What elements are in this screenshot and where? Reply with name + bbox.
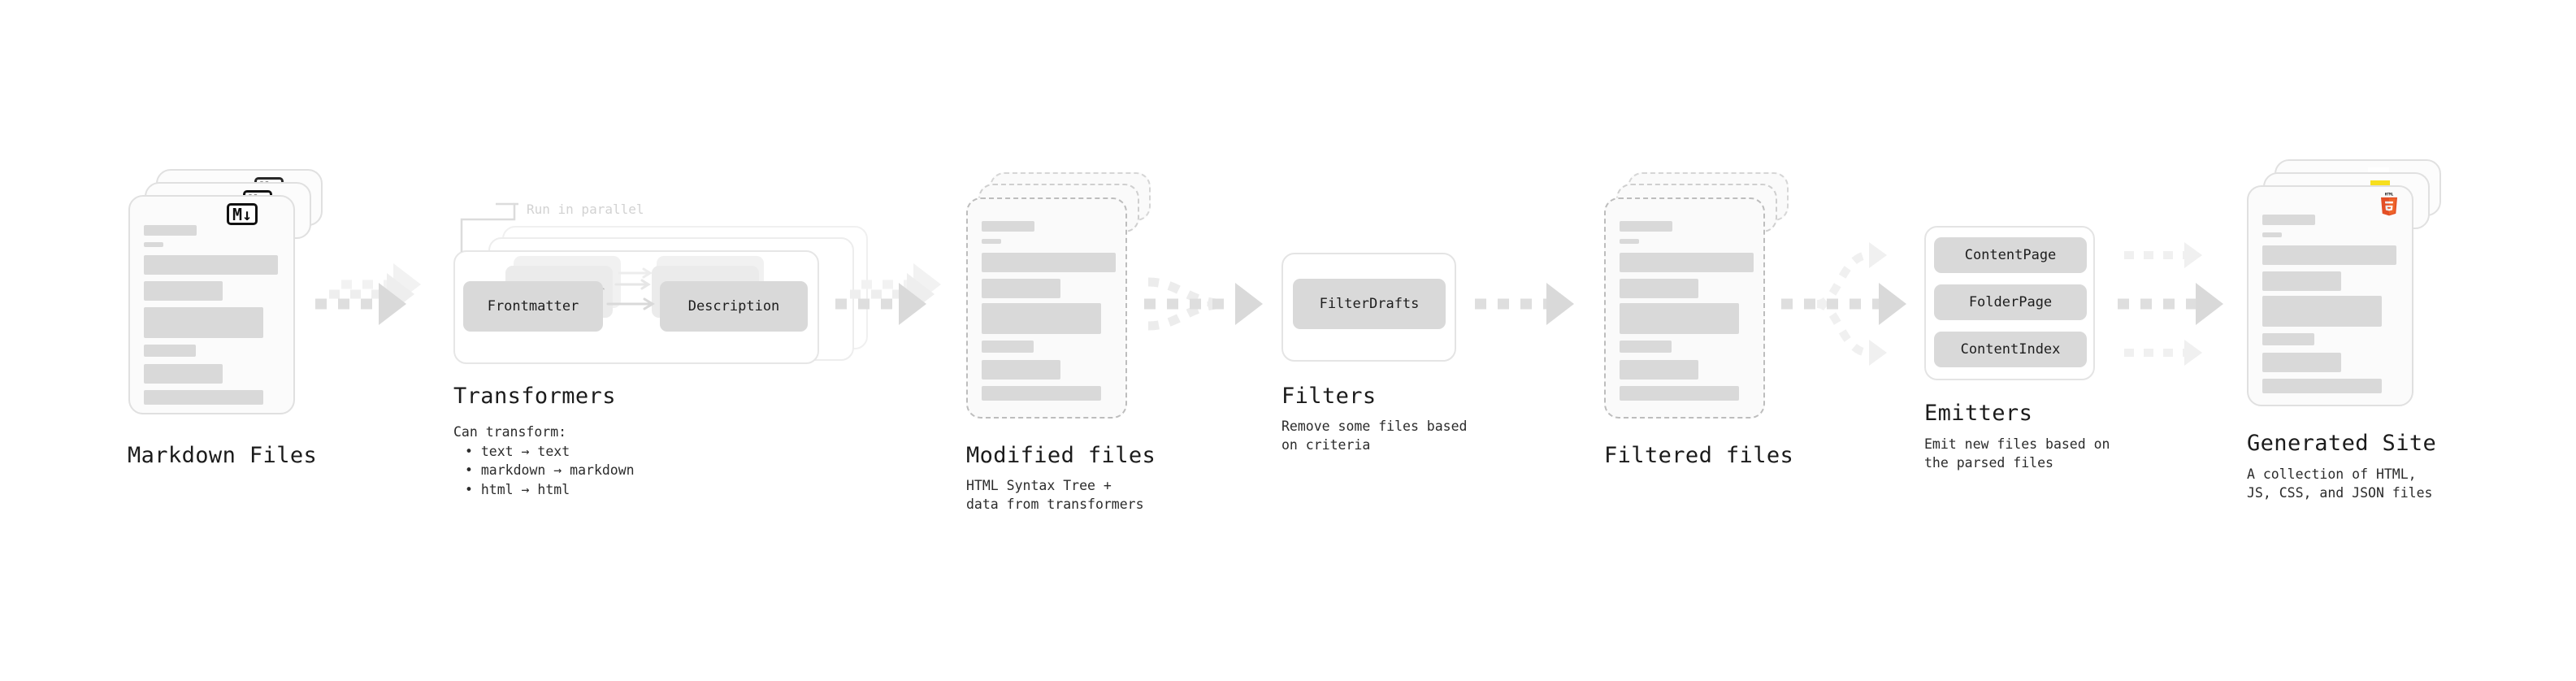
filters-subtitle: Remove some files based on criteria (1281, 419, 1468, 453)
transformers-bullets: • text → text • markdown → markdown • ht… (465, 442, 635, 499)
stage-title-transformers-main: Transformers (453, 384, 616, 409)
modified-files-subtitle: HTML Syntax Tree + data from transformer… (966, 478, 1144, 513)
arrow-filters-to-filtered (1475, 283, 1574, 325)
skeleton-bar (2262, 215, 2315, 225)
skeleton-bar (1620, 340, 1672, 353)
emitter-chip-contentpage[interactable]: ContentPage (1934, 237, 2087, 273)
transformers-subtitle: Can transform: (453, 424, 567, 440)
skeleton-bar (144, 281, 223, 301)
skeleton-bar (1620, 253, 1754, 272)
skeleton-bar (2262, 379, 2382, 393)
skeleton-bar (2262, 271, 2341, 291)
stage-title-filtered-files: Filtered files (1604, 443, 1794, 468)
emitters-subtitle: Emit new files based on the parsed files (1924, 436, 2110, 471)
skeleton-bar (144, 345, 196, 357)
skeleton-bar (2262, 353, 2341, 372)
skeleton-bar (2262, 245, 2396, 265)
skeleton-bar (144, 307, 263, 338)
skeleton-bar (982, 303, 1101, 334)
skeleton-bar (982, 360, 1060, 380)
filter-chip-filterdrafts[interactable]: FilterDrafts (1293, 279, 1446, 329)
skeleton-bar (982, 253, 1116, 272)
arrow-markdown-to-transformers (315, 263, 421, 325)
stage-title-generated-site: Generated Site (2247, 431, 2437, 456)
stage-title-modified-files: Modified files (966, 443, 1156, 468)
skeleton-bar (144, 364, 223, 384)
skeleton-bar (1620, 279, 1698, 298)
skeleton-bar (1620, 360, 1698, 380)
arrow-emitters-to-site (2118, 242, 2223, 366)
emitter-chip-contentindex[interactable]: ContentIndex (1934, 332, 2087, 367)
skeleton-bar (982, 239, 1001, 244)
skeleton-bar (982, 279, 1060, 298)
skeleton-bar (982, 221, 1034, 232)
skeleton-bar (2262, 333, 2314, 345)
arrow-modified-to-filters (1144, 277, 1263, 331)
transformer-chip-description[interactable]: Description (660, 281, 808, 332)
stage-title-filters: Filters (1281, 384, 1377, 409)
skeleton-bar (144, 255, 278, 275)
emitter-chip-folderpage[interactable]: FolderPage (1934, 284, 2087, 320)
svg-text:HTML: HTML (2385, 192, 2394, 197)
transformers-bullet-0: • text → text (465, 444, 570, 459)
stage-title-markdown-files: Markdown Files (128, 443, 318, 468)
skeleton-bar (1620, 303, 1739, 334)
skeleton-bar (144, 225, 197, 236)
transformers-bullet-1: • markdown → markdown (465, 462, 635, 479)
skeleton-bar (144, 390, 263, 405)
transformers-bullet-2: • html → html (465, 481, 570, 497)
skeleton-bar (982, 340, 1034, 353)
skeleton-bar (982, 386, 1101, 401)
transformer-chip-frontmatter[interactable]: Frontmatter (463, 281, 603, 332)
skeleton-bar (1620, 386, 1739, 401)
skeleton-bar (2262, 296, 2382, 327)
run-in-parallel-label: Run in parallel (527, 202, 644, 217)
stage-title-emitters: Emitters (1924, 401, 2033, 426)
skeleton-bar (1620, 221, 1672, 232)
markdown-icon: M↓ (227, 203, 258, 225)
skeleton-bar (1620, 239, 1639, 244)
skeleton-bar (2262, 232, 2282, 237)
html5-icon: HTML (2379, 192, 2400, 216)
skeleton-bar (144, 242, 163, 247)
generated-site-subtitle: A collection of HTML, JS, CSS, and JSON … (2247, 466, 2433, 501)
arrow-filtered-to-emitters (1781, 242, 1906, 366)
